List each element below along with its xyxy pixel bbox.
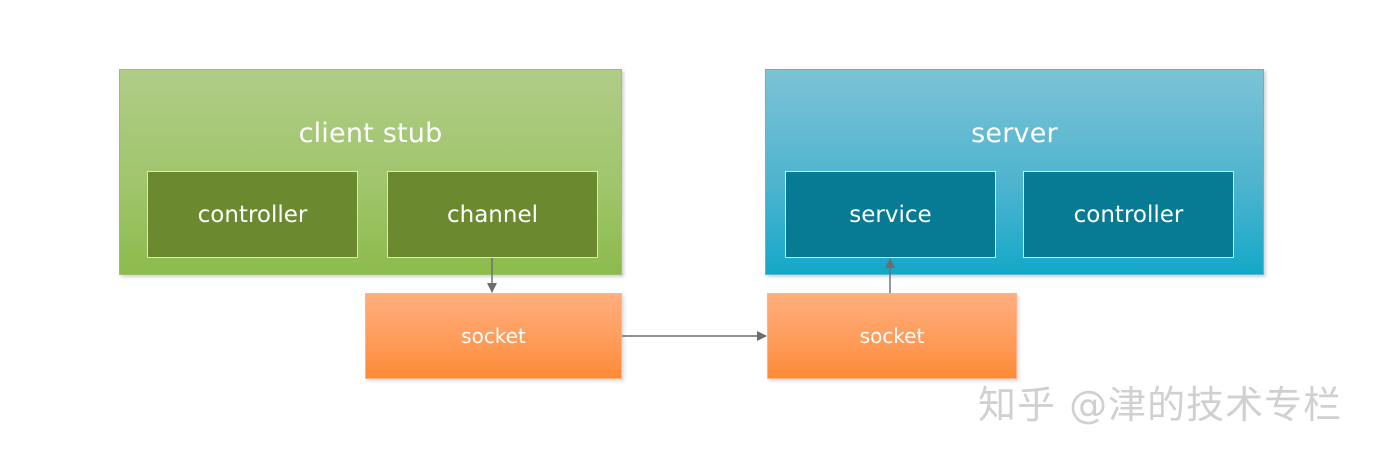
client-controller-box: controller (147, 171, 358, 258)
server-title: server (971, 118, 1058, 149)
client-stub-title: client stub (298, 118, 443, 149)
client-socket-box: socket (365, 293, 622, 379)
server-service-box: service (785, 171, 996, 258)
client-channel-box: channel (387, 171, 598, 258)
server-socket-box: socket (767, 293, 1017, 379)
zhihu-watermark: 知乎 @津的技术专栏 (978, 383, 1343, 427)
server-controller-box: controller (1023, 171, 1234, 258)
